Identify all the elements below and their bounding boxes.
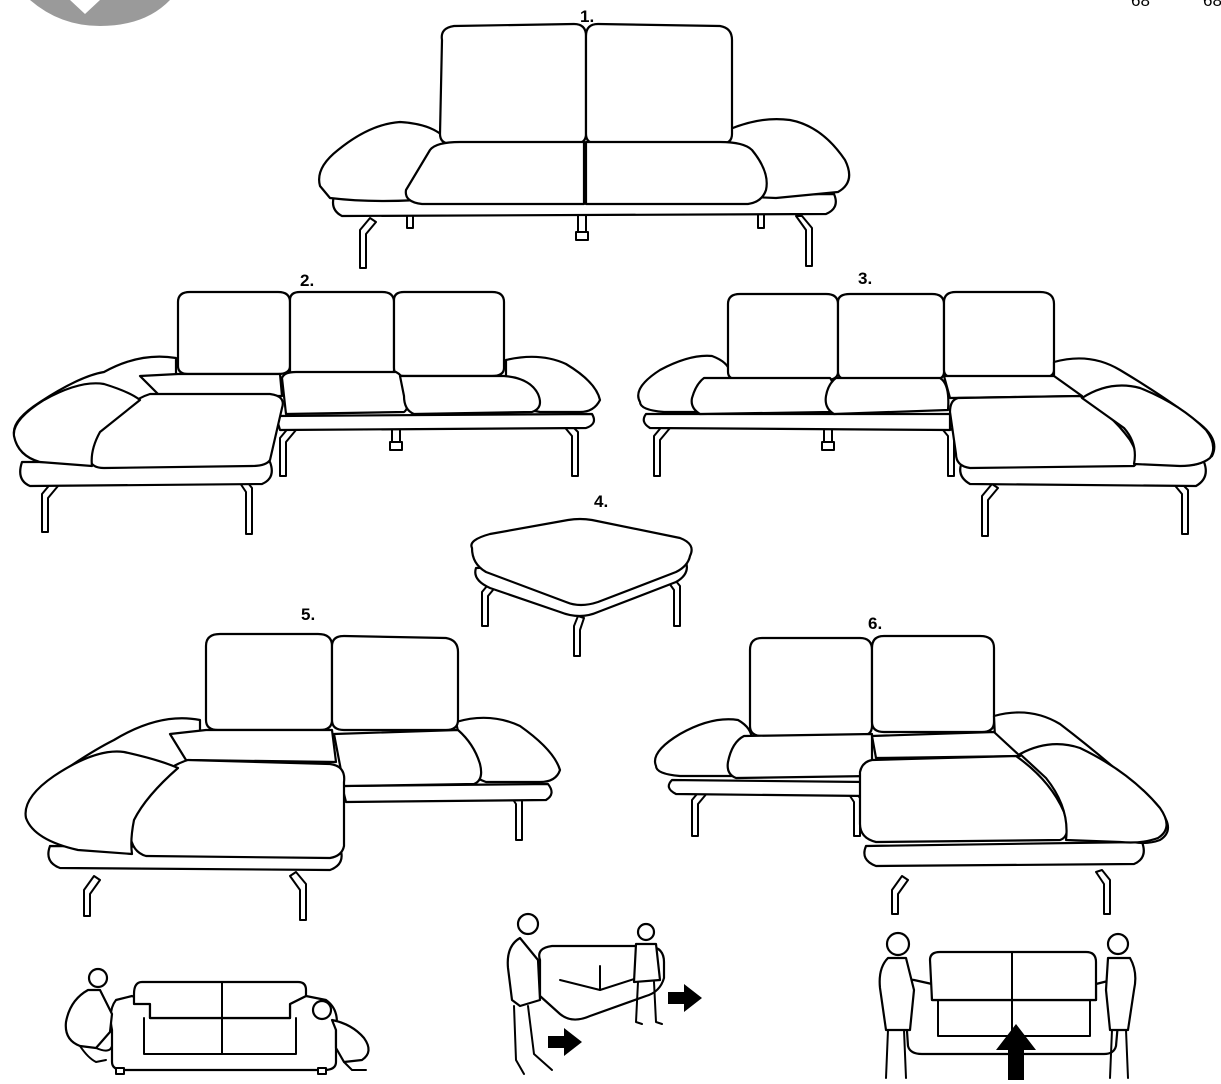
step-label-1: 1. bbox=[580, 7, 595, 26]
arrow-right-icon bbox=[548, 984, 702, 1056]
page-number-right: 68 bbox=[1203, 0, 1221, 10]
handling-scene-lift bbox=[878, 931, 1137, 1079]
step-label-2: 2. bbox=[300, 271, 315, 290]
step-label-6: 6. bbox=[868, 614, 883, 633]
sofa-step-6 bbox=[653, 634, 1170, 915]
sofa-step-5 bbox=[24, 632, 562, 921]
sofa-step-2 bbox=[12, 290, 602, 535]
ottoman-step-4 bbox=[470, 517, 693, 657]
handling-scene-crouch bbox=[64, 967, 370, 1075]
step-label-5: 5. bbox=[301, 605, 316, 624]
step-label-3: 3. bbox=[858, 269, 873, 288]
page-number-left: 68 bbox=[1131, 0, 1150, 10]
sofa-step-1 bbox=[318, 22, 851, 269]
grey-circle-arrow-icon bbox=[30, 0, 170, 26]
sofa-step-3 bbox=[637, 290, 1216, 537]
arrow-up-icon bbox=[996, 1024, 1036, 1080]
step-label-4: 4. bbox=[594, 492, 609, 511]
handling-scene-carry bbox=[506, 912, 666, 1075]
